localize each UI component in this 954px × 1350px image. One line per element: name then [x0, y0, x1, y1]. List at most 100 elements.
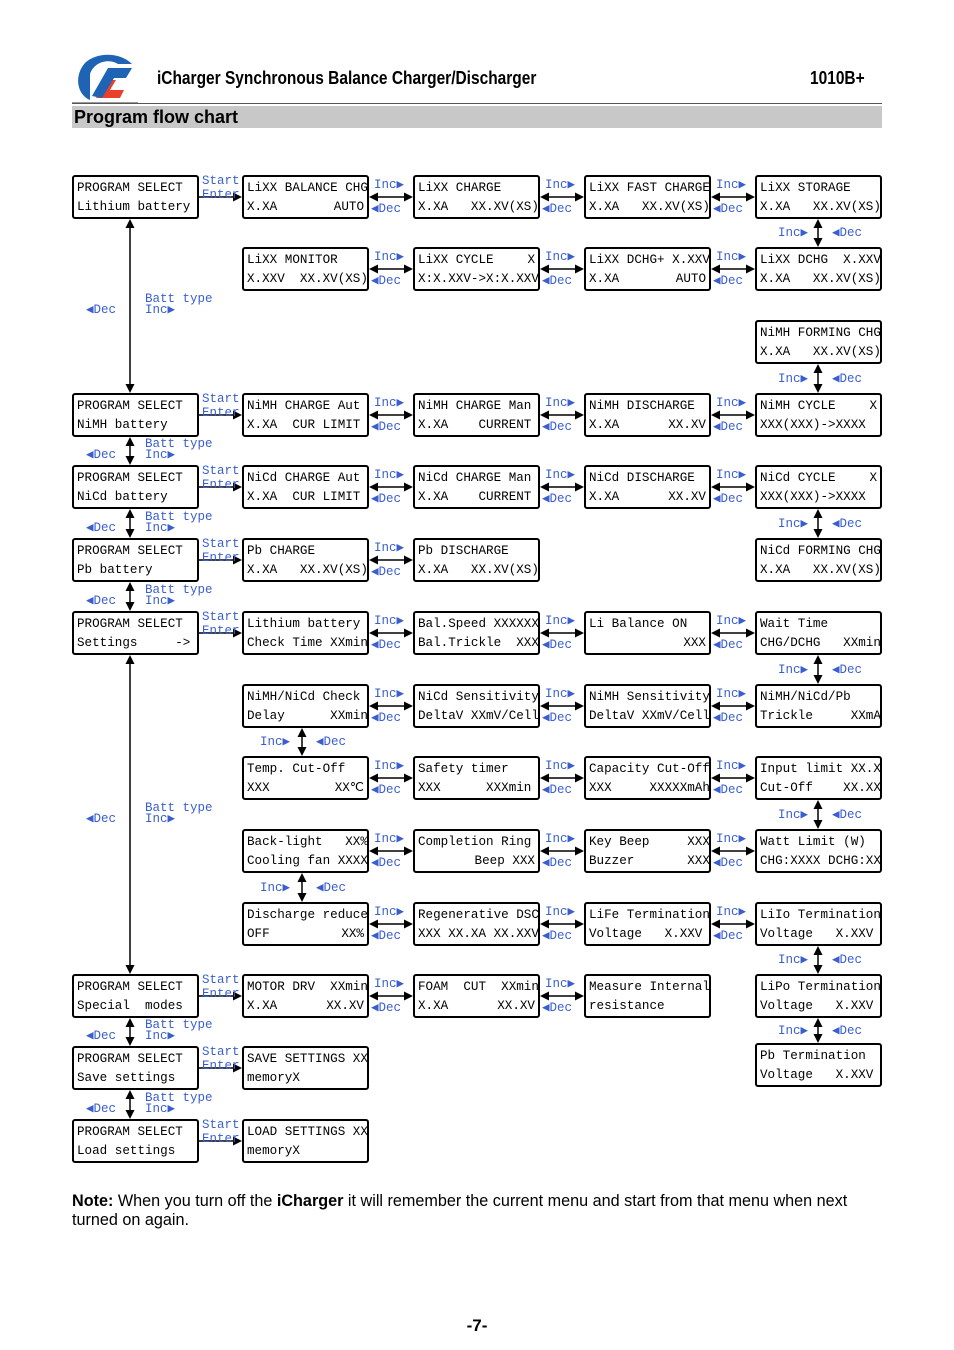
screen-line-1: Lithium battery	[247, 617, 361, 631]
screen-line-1: Wait Time	[760, 617, 829, 631]
arrow-left	[711, 192, 720, 202]
dec-label: ◀Dec	[86, 811, 117, 826]
screen-line-2: XXX(XXX)->XXXX	[760, 418, 866, 432]
enter-label: Enter	[202, 987, 240, 1001]
dec-label: ◀Dec	[542, 202, 573, 216]
dec-label: ◀Dec	[371, 420, 402, 434]
arrow-up	[125, 1090, 135, 1099]
screen-line-value: XX℃	[334, 781, 364, 795]
arrow-up	[297, 728, 307, 737]
screen-line-2: memoryX	[247, 1071, 300, 1085]
inc-label: Inc▶	[778, 807, 809, 822]
inc-label: Inc▶	[716, 905, 747, 919]
inc-label: Inc▶	[374, 687, 405, 701]
arrow-right	[233, 991, 242, 1001]
inc-label: Inc▶	[374, 614, 405, 628]
screen-line-2: Check Time XXmin	[247, 636, 368, 650]
screen-line-1: NiCd FORMING CHG	[760, 544, 881, 558]
screen-line-2: Voltage X.XXV	[760, 999, 874, 1013]
screen-line-1: Capacity Cut-Off	[589, 762, 710, 776]
arrow-left	[369, 192, 378, 202]
inc-label: Inc▶	[545, 687, 576, 701]
screen-line-1: PROGRAM SELECT	[77, 471, 183, 485]
start-label: Start	[202, 174, 240, 188]
lcd-screen-prog-special: PROGRAM SELECT Special modes	[72, 974, 199, 1018]
dec-label: ◀Dec	[832, 662, 863, 677]
arrow-left	[540, 991, 549, 1001]
screen-line-value: XX.XV	[668, 418, 706, 432]
start-label: Start	[202, 1045, 240, 1059]
arrow-right	[404, 628, 413, 638]
screen-line-1: Input limit XX.X	[760, 762, 881, 776]
inc-label: Inc▶	[545, 977, 576, 991]
screen-line-1: FOAM CUT XXmin	[418, 980, 539, 994]
screen-line-1: PROGRAM SELECT	[77, 181, 183, 195]
dec-label: ◀Dec	[371, 929, 402, 943]
arrow-down	[813, 675, 823, 684]
screen-line-2: XXX XXXmin	[418, 781, 532, 795]
arrow-right	[575, 192, 584, 202]
screen-line-1: NiCd DISCHARGE	[589, 471, 695, 485]
dec-label: ◀Dec	[371, 856, 402, 870]
header-title: iCharger Synchronous Balance Charger/Dis…	[157, 68, 537, 88]
screen-line-1: LiXX DCHG+ X.XXV	[589, 253, 710, 267]
arrow-right	[233, 1063, 242, 1073]
inc-label: Inc▶	[716, 759, 747, 773]
inc-label: Inc▶	[260, 880, 291, 895]
inc-label: Inc▶	[545, 250, 576, 264]
screen-line-1: PROGRAM SELECT	[77, 1052, 183, 1066]
arrow-up	[125, 582, 135, 591]
screen-line-1: NiMH FORMING CHG	[760, 326, 881, 340]
arrow-right	[746, 628, 755, 638]
arrow-right	[575, 701, 584, 711]
screen-line-2: Special modes	[77, 999, 183, 1013]
dec-label: ◀Dec	[542, 420, 573, 434]
dec-label: ◀Dec	[316, 880, 347, 895]
screen-line-1: PROGRAM SELECT	[77, 980, 183, 994]
arrow-up	[125, 655, 135, 664]
screen-line-2: DeltaV XXmV/Cell	[589, 709, 710, 723]
dec-label: ◀Dec	[371, 1001, 402, 1015]
arrow-right	[746, 264, 755, 274]
batt-type-label: Batt type	[145, 800, 213, 815]
screen-line-value: AUTO	[333, 200, 364, 214]
inc-label: Inc▶	[145, 811, 176, 826]
screen-line-1: NiMH/NiCd/Pb	[760, 690, 851, 704]
screen-line-1: Temp. Cut-Off	[247, 762, 346, 776]
screen-line-2: X.XA XX.XV(XS)	[760, 200, 881, 214]
arrow-right	[233, 555, 242, 565]
arrow-left	[540, 628, 549, 638]
dec-label: ◀Dec	[832, 807, 863, 822]
dec-label: ◀Dec	[542, 274, 573, 288]
arrow-right	[233, 1136, 242, 1146]
dec-label: ◀Dec	[542, 856, 573, 870]
dec-label: ◀Dec	[713, 783, 744, 797]
inc-label: Inc▶	[145, 1029, 176, 1043]
dec-label: ◀Dec	[371, 783, 402, 797]
screen-line-1: Discharge reduce	[247, 908, 368, 922]
screen-line-2: Buzzer XXX	[589, 854, 710, 868]
header-rule	[72, 103, 882, 104]
screen-line-2: Pb battery	[77, 563, 153, 577]
dec-label: ◀Dec	[371, 638, 402, 652]
screen-line-2: X.XA XX.XV(XS)	[418, 563, 539, 577]
arrow-left	[711, 701, 720, 711]
dec-label: ◀Dec	[542, 1001, 573, 1015]
screen-line-1: Li Balance ON	[589, 617, 688, 631]
screen-line-value: XX.XV	[326, 999, 364, 1013]
inc-label: Inc▶	[716, 250, 747, 264]
arrow-right	[404, 555, 413, 565]
